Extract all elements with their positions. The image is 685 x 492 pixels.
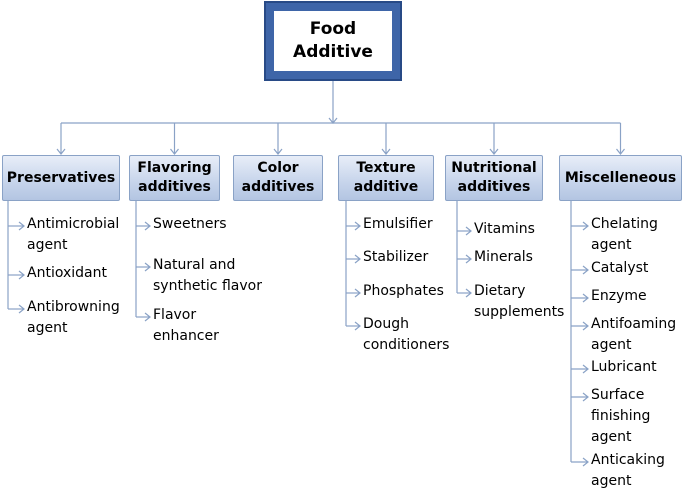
category-arrow-head bbox=[616, 148, 625, 155]
category-label-line-1: Flavoring bbox=[137, 160, 212, 176]
list-item: Antibrowning agent bbox=[27, 297, 120, 339]
list-item: Lubricant bbox=[591, 357, 657, 378]
list-item: Stabilizer bbox=[363, 247, 428, 268]
item-arrow-head bbox=[144, 221, 151, 231]
list-item: Phosphates bbox=[363, 281, 444, 302]
item-text-line-2: agent bbox=[591, 473, 632, 489]
list-item: Vitamins bbox=[474, 219, 535, 240]
item-arrow-head bbox=[582, 457, 589, 467]
item-text-line-1: Surface bbox=[591, 387, 645, 403]
list-item: Dough conditioners bbox=[363, 314, 449, 356]
category-box: Miscelleneous bbox=[559, 155, 682, 201]
item-arrow-head bbox=[582, 321, 589, 331]
category-arrow-head bbox=[489, 148, 499, 155]
category-arrow-head bbox=[170, 148, 179, 155]
item-arrow-head bbox=[18, 304, 25, 314]
item-text-line-2: conditioners bbox=[363, 337, 450, 353]
list-item: Antifoaming agent bbox=[591, 314, 676, 356]
category-label-line-2: additives bbox=[138, 179, 211, 195]
item-arrow-head bbox=[144, 262, 151, 272]
item-text-line-1: Minerals bbox=[474, 249, 533, 265]
item-text-line-1: Antimicrobial bbox=[27, 216, 120, 232]
item-text-line-2: agent bbox=[27, 237, 68, 253]
item-text-line-1: Enzyme bbox=[591, 288, 647, 304]
category-box: Color additives bbox=[233, 155, 323, 201]
item-text-line-2: agent bbox=[591, 237, 632, 253]
item-arrow-head bbox=[465, 288, 472, 298]
list-item: Dietary supplements bbox=[474, 281, 564, 323]
category-label-line-2: additives bbox=[457, 179, 531, 195]
category-arrow-head bbox=[56, 148, 66, 155]
root-line-2: Additive bbox=[293, 42, 373, 62]
item-arrow-head bbox=[354, 321, 361, 331]
item-arrow-head bbox=[582, 265, 589, 275]
item-arrow-head bbox=[354, 254, 361, 264]
item-text-line-1: Emulsifier bbox=[363, 216, 433, 232]
item-text-line-1: Catalyst bbox=[591, 260, 649, 276]
item-arrow-head bbox=[582, 293, 589, 303]
list-item: Natural and synthetic flavor bbox=[153, 255, 262, 297]
item-text-line-1: Phosphates bbox=[363, 283, 444, 299]
list-item: Sweetners bbox=[153, 214, 227, 235]
item-text-line-1: Anticaking bbox=[591, 452, 665, 468]
list-item: Enzyme bbox=[591, 286, 647, 307]
item-text-line-2: finishing bbox=[591, 408, 651, 424]
item-text-line-1: Flavor bbox=[153, 307, 197, 323]
item-text-line-2: supplements bbox=[474, 304, 565, 320]
list-item: Flavor enhancer bbox=[153, 305, 219, 347]
item-arrow-head bbox=[465, 254, 472, 264]
category-box: Flavoring additives bbox=[129, 155, 220, 201]
item-text-line-2: agent bbox=[591, 337, 632, 353]
category-arrow-head bbox=[273, 148, 283, 155]
category-label-line-1: Nutritional bbox=[451, 160, 537, 176]
item-arrow-head bbox=[144, 312, 151, 322]
category-box: Texture additive bbox=[338, 155, 434, 201]
item-text-line-3: agent bbox=[591, 429, 632, 445]
item-arrow-head bbox=[582, 392, 589, 402]
item-text-line-1: Antibrowning bbox=[27, 299, 120, 315]
list-item: Anticaking agent bbox=[591, 450, 665, 492]
item-text-line-1: Antifoaming bbox=[591, 316, 677, 332]
item-arrow-head bbox=[18, 221, 25, 231]
item-arrow-head bbox=[582, 221, 589, 231]
item-text-line-2: enhancer bbox=[153, 328, 219, 344]
item-text-line-2: agent bbox=[27, 320, 68, 336]
list-item: Emulsifier bbox=[363, 214, 433, 235]
list-item: Chelating agent bbox=[591, 214, 658, 256]
list-item: Minerals bbox=[474, 247, 533, 268]
item-arrow-head bbox=[18, 270, 25, 280]
category-box: Preservatives bbox=[2, 155, 120, 201]
item-text-line-1: Dietary bbox=[474, 283, 526, 299]
item-text-line-1: Dough bbox=[363, 316, 409, 332]
item-arrow-head bbox=[354, 288, 361, 298]
root-node: Food Additive bbox=[264, 1, 402, 81]
list-item: Antioxidant bbox=[27, 263, 107, 284]
category-label-line-2: additive bbox=[353, 179, 419, 195]
list-item: Catalyst bbox=[591, 258, 648, 279]
category-label-line-1: Preservatives bbox=[6, 169, 116, 186]
item-text-line-1: Lubricant bbox=[591, 359, 657, 375]
item-arrow-head bbox=[465, 226, 472, 236]
item-text-line-1: Natural and bbox=[153, 257, 236, 273]
item-text-line-1: Antioxidant bbox=[27, 265, 107, 281]
item-text-line-2: synthetic flavor bbox=[153, 278, 262, 294]
category-box: Nutritional additives bbox=[445, 155, 543, 201]
item-text-line-1: Sweetners bbox=[153, 216, 227, 232]
root-label: Food Additive bbox=[274, 11, 392, 71]
list-item: Antimicrobial agent bbox=[27, 214, 119, 256]
category-arrow-head bbox=[381, 148, 391, 155]
category-label-line-1: Texture bbox=[356, 160, 416, 176]
category-label-line-1: Miscelleneous bbox=[564, 169, 677, 186]
category-label-line-2: additives bbox=[241, 179, 315, 195]
item-text-line-1: Vitamins bbox=[474, 221, 535, 237]
item-arrow-head bbox=[582, 364, 589, 374]
item-arrow-head bbox=[354, 221, 361, 231]
category-label-line-1: Color bbox=[257, 160, 299, 176]
item-text-line-1: Stabilizer bbox=[363, 249, 429, 265]
item-text-line-1: Chelating bbox=[591, 216, 658, 232]
root-line-1: Food bbox=[309, 19, 357, 39]
list-item: Surface finishing agent bbox=[591, 385, 650, 448]
